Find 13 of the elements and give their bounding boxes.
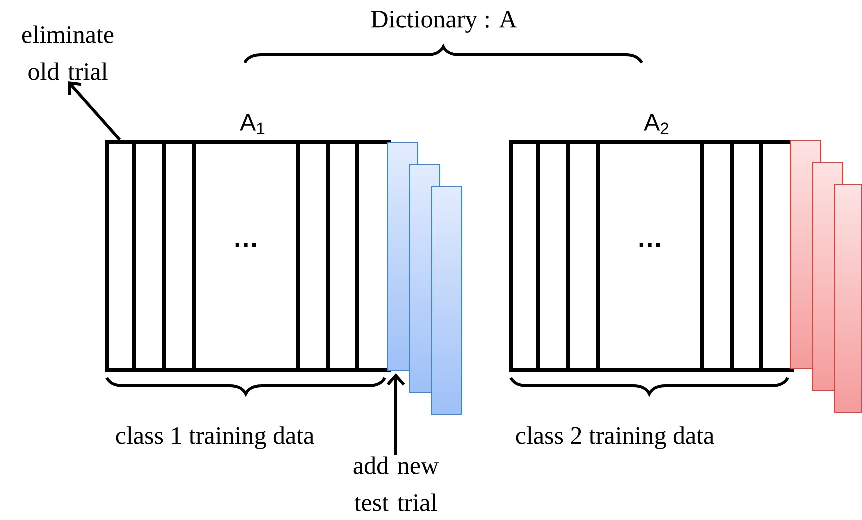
brace-label: class 1 training data	[116, 426, 314, 450]
matrix-box: …	[509, 140, 794, 372]
arrow	[386, 374, 406, 456]
annotation-text: eliminate old trial	[22, 26, 114, 80]
arrow	[68, 82, 122, 141]
trial-bar	[431, 186, 462, 416]
matrix-label: A$_{2}$	[644, 114, 669, 134]
matrix-box: …	[105, 140, 391, 372]
brace-label: class 2 training data	[516, 426, 714, 450]
matrix-label: A$_{1}$	[240, 114, 265, 134]
dictionary-title: Dictionary : A	[371, 11, 518, 33]
trial-bar	[834, 184, 862, 414]
annotation-text: add new test trial	[354, 456, 439, 512]
